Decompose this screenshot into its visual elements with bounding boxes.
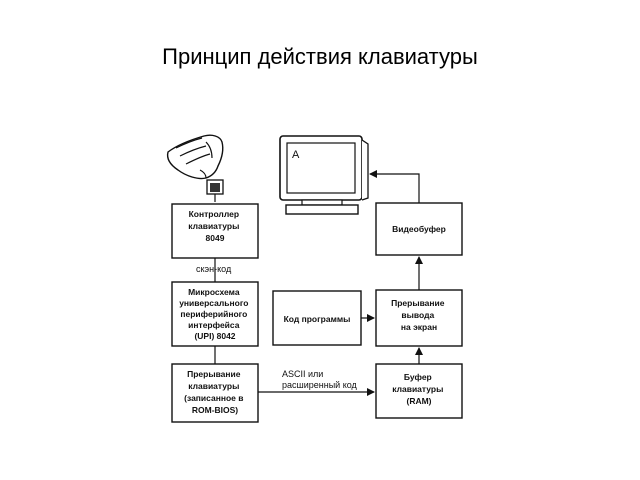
interrupt-keyboard-line: (записанное в <box>184 393 243 403</box>
key-icon <box>206 179 224 202</box>
interrupt-keyboard-line: клавиатуры <box>188 381 239 391</box>
keyboard-buffer-block: Буфер клавиатуры (RAM) <box>375 363 463 419</box>
upi-line: Микросхема <box>188 287 240 297</box>
hand-icon <box>166 134 224 180</box>
keyboard-buffer-line: Буфер <box>404 372 432 382</box>
page-title: Принцип действия клавиатуры <box>162 44 478 69</box>
video-to-monitor-arrow <box>369 170 420 203</box>
upi-line: универсального <box>179 298 248 308</box>
upi-label: Микросхема универсального периферийного … <box>179 287 251 341</box>
keyboard-buffer-label: Буфер клавиатуры (RAM) <box>392 372 445 406</box>
interrupt-output-block: Прерывание вывода на экран <box>375 289 463 347</box>
interrupt-output-label: Прерывание вывода на экран <box>391 298 447 332</box>
interrupt-output-line: на экран <box>401 322 437 332</box>
upi-line: интерфейса <box>188 320 240 330</box>
video-buffer-label: Видеобуфер <box>392 224 446 234</box>
interrupt-keyboard-line: ROM-BIOS) <box>192 405 238 415</box>
interrupt-output-line: Прерывание <box>391 298 445 308</box>
video-buffer-block: Видеобуфер <box>375 202 463 256</box>
interrupt-output-line: вывода <box>401 310 434 320</box>
controller-line: клавиатуры <box>188 221 239 231</box>
controller-line: 8049 <box>206 233 225 243</box>
interrupt-keyboard-label: Прерывание клавиатуры (записанное в ROM-… <box>184 369 246 415</box>
controller-line: Контроллер <box>189 209 239 219</box>
scan-code-label: скэн-код <box>196 264 232 274</box>
keyboard-buffer-line: клавиатуры <box>392 384 443 394</box>
program-code-block: Код программы <box>272 290 362 346</box>
monitor-icon: A <box>279 135 369 215</box>
interrupt-keyboard-block: Прерывание клавиатуры (записанное в ROM-… <box>171 363 259 423</box>
controller-label: Контроллер клавиатуры 8049 <box>188 209 241 243</box>
keyboard-buffer-line: (RAM) <box>406 396 431 406</box>
controller-block: Контроллер клавиатуры 8049 <box>171 203 259 259</box>
upi-line: периферийного <box>180 309 247 319</box>
screen-letter: A <box>292 149 300 161</box>
interrupt-keyboard-line: Прерывание <box>187 369 241 379</box>
ascii-label-line1: ASCII или <box>282 369 323 379</box>
upi-line: (UPI) 8042 <box>194 331 235 341</box>
program-code-label: Код программы <box>284 314 351 324</box>
upi-block: Микросхема универсального периферийного … <box>171 281 259 347</box>
ascii-label-line2: расширенный код <box>282 380 358 390</box>
